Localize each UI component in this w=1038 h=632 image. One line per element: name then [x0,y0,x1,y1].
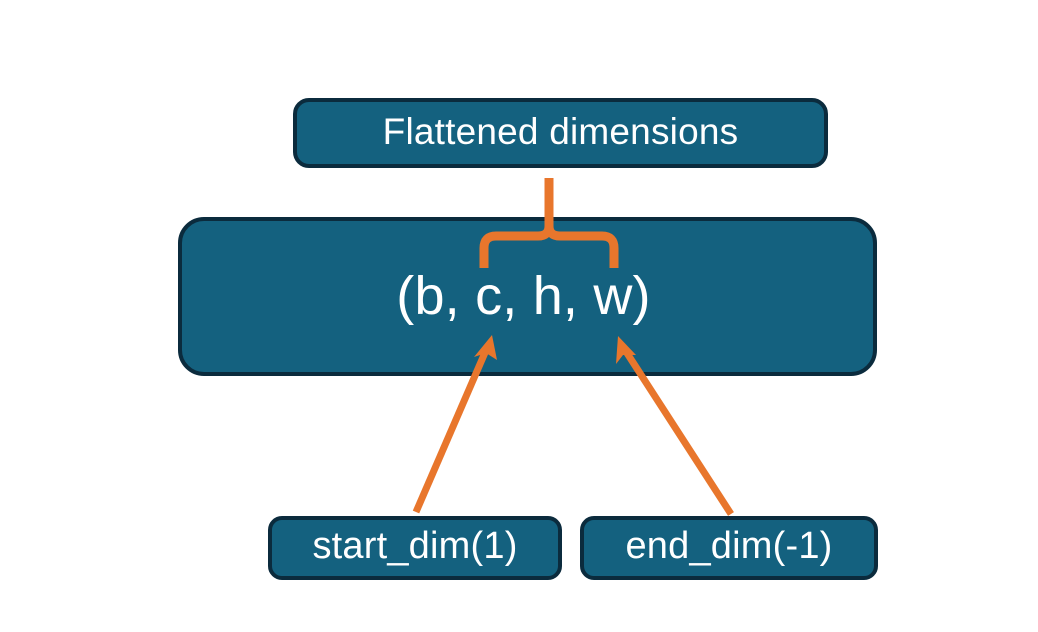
node-flattened-dimensions-label: Flattened dimensions [382,110,739,152]
node-end-dim[interactable]: end_dim(-1) [580,516,878,580]
node-tensor-shape-label: (b, c, h, w) [396,265,651,326]
brace-apex-tip [545,178,553,196]
node-end-dim-label: end_dim(-1) [625,525,833,567]
node-start-dim[interactable]: start_dim(1) [268,516,562,580]
node-tensor-shape[interactable]: (b, c, h, w) [178,217,877,376]
node-start-dim-label: start_dim(1) [312,525,518,567]
node-flattened-dimensions[interactable]: Flattened dimensions [293,98,828,168]
